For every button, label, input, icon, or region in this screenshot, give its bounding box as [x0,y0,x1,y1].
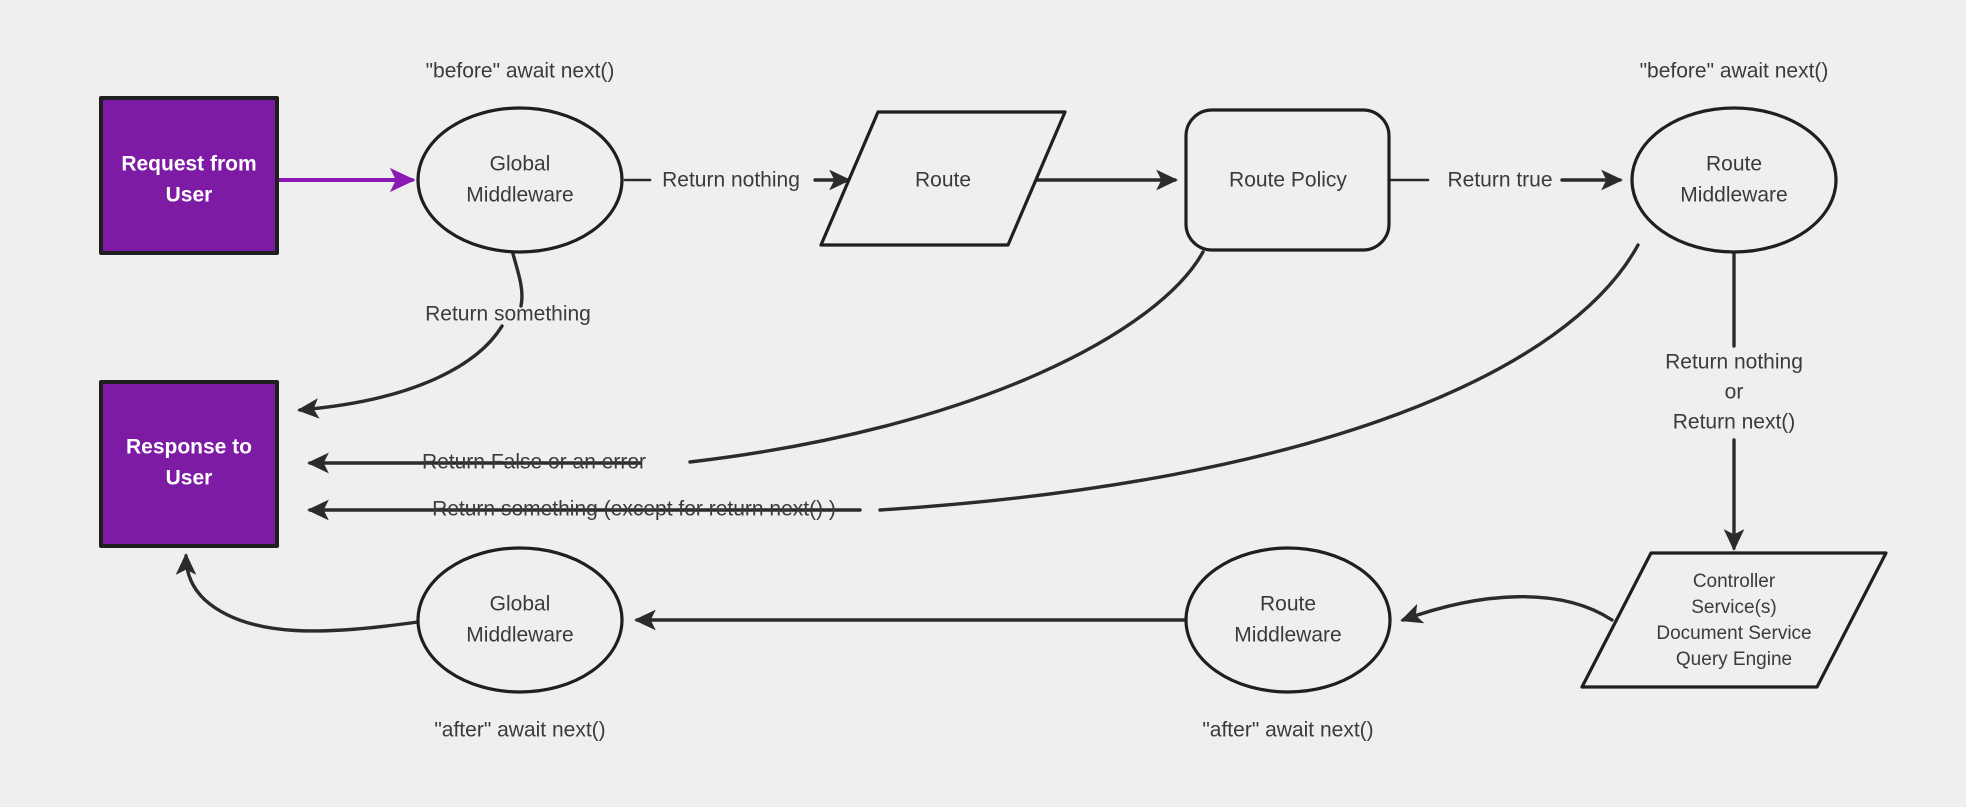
controller-services-shape [1580,551,1888,689]
edge-label-return-false-or-error: Return False or an error [422,451,646,474]
node-route[interactable]: Route [819,110,1067,247]
route-middleware-before-shape [1630,106,1838,254]
edge-route-policy-to-route-middleware: Return true [1387,169,1623,192]
route-policy-shape [1184,108,1391,252]
response-to-user-label-line1: Response to [126,436,252,459]
edge-label-return-nothing-2: Return nothing [1665,351,1803,374]
edge-global-middleware-to-response: Return something [297,252,591,419]
edge-label-return-next: Return next() [1673,411,1796,434]
node-global-middleware-after[interactable]: Global Middleware [416,546,624,694]
annotation-before-await-next-route-mw: "before" await next() [1640,60,1829,83]
node-controller-services[interactable]: Controller Service(s) Document Service Q… [1580,551,1888,689]
route-middleware-after-shape [1184,546,1392,694]
controller-label-line2: Service(s) [1691,597,1777,618]
edge-controller-to-route-middleware-after [1400,595,1614,624]
route-label: Route [915,169,971,192]
node-response-to-user[interactable]: Response to User [99,380,279,548]
edge-label-return-something-except-next: Return something (except for return next… [432,498,836,521]
response-to-user-label-line2: User [166,467,213,490]
node-global-middleware-before[interactable]: Global Middleware [416,106,624,254]
edge-label-or: or [1725,381,1744,404]
route-shape [819,110,1067,247]
edge-route-policy-to-response: Return False or an error [307,250,1205,474]
global-middleware-before-shape [416,106,624,254]
route-policy-label: Route Policy [1229,169,1347,192]
edge-global-middleware-to-route: Return nothing [623,169,851,192]
response-to-user-shape [99,380,279,548]
annotation-before-await-next-global: "before" await next() [426,60,615,83]
controller-label-line3: Document Service [1656,623,1811,644]
node-route-middleware-before[interactable]: Route Middleware [1630,106,1838,254]
global-middleware-after-label-line2: Middleware [466,624,573,647]
edge-label-return-something: Return something [425,303,591,326]
controller-label-line1: Controller [1693,571,1776,592]
route-middleware-before-label-line1: Route [1706,153,1762,176]
edge-label-return-nothing: Return nothing [662,169,800,192]
global-middleware-after-shape [416,546,624,694]
route-middleware-after-label-line2: Middleware [1234,624,1341,647]
global-middleware-after-label-line1: Global [490,593,551,616]
request-from-user-label-line2: User [166,184,213,207]
controller-label-line4: Query Engine [1676,649,1792,670]
global-middleware-before-label-line2: Middleware [466,184,573,207]
node-request-from-user[interactable]: Request from User [99,96,279,255]
route-middleware-before-label-line2: Middleware [1680,184,1787,207]
annotation-after-await-next-route-mw: "after" await next() [1202,719,1373,742]
node-route-middleware-after[interactable]: Route Middleware [1184,546,1392,694]
annotation-after-await-next-global: "after" await next() [434,719,605,742]
request-from-user-label-line1: Request from [121,153,256,176]
edge-global-middleware-after-to-response [175,553,420,633]
request-from-user-shape [99,96,279,255]
edge-route-middleware-to-response: Return something (except for return next… [307,243,1640,521]
edge-label-return-true: Return true [1447,169,1552,192]
route-middleware-after-label-line1: Route [1260,593,1316,616]
node-route-policy[interactable]: Route Policy [1184,108,1391,252]
edge-route-middleware-to-controller: Return nothing or Return next() [1665,251,1803,551]
global-middleware-before-label-line1: Global [490,153,551,176]
